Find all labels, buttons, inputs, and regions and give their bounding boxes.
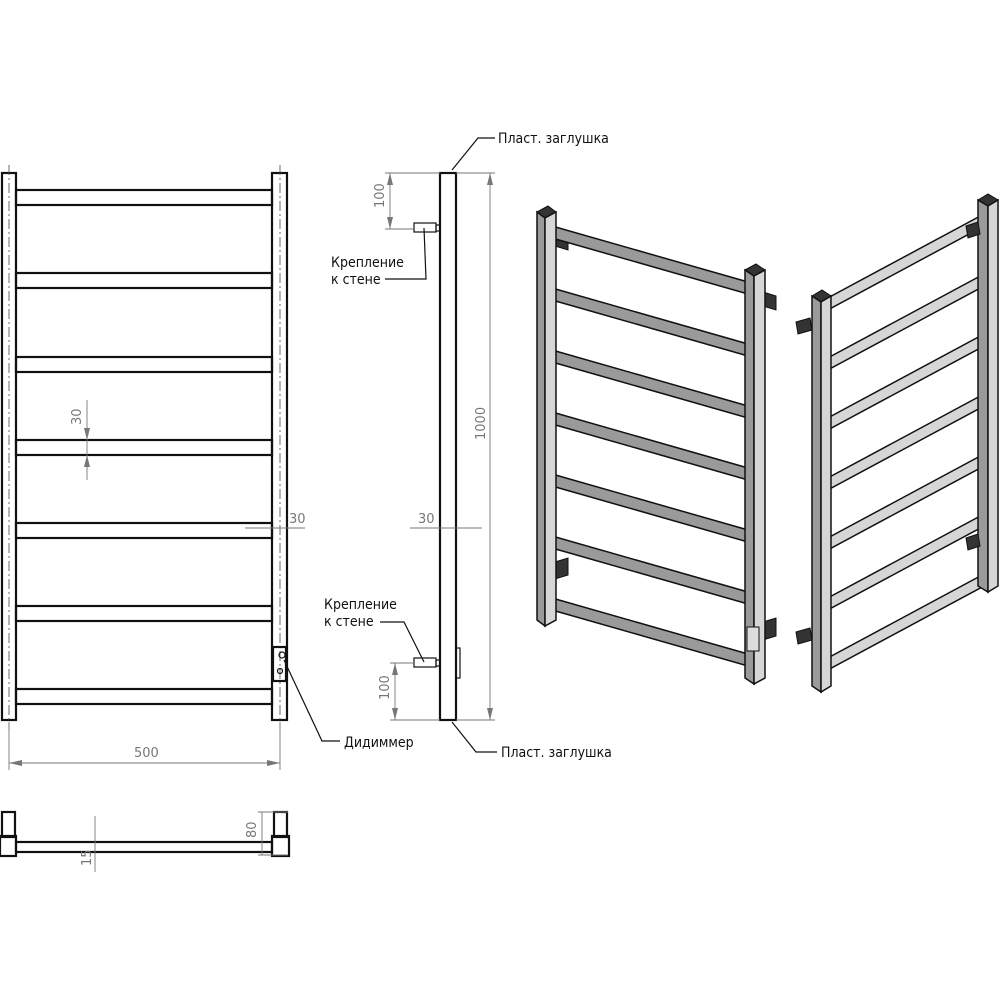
dim-height: 1000: [474, 407, 489, 440]
label-mount-bottom-1: Крепление: [324, 597, 397, 613]
dim-rail-offset-front: 30: [289, 512, 306, 527]
dim-bar-thickness: 15: [80, 849, 95, 866]
dim-width: 500: [134, 746, 159, 761]
label-dimmer: Дидиммер: [344, 735, 414, 751]
label-plug-bottom: Пласт. заглушка: [501, 745, 612, 761]
right-rail: [270, 171, 289, 722]
label-plug-top: Пласт. заглушка: [498, 131, 609, 147]
dimmer-knob: [278, 651, 286, 659]
dim-mount-top: 100: [373, 183, 388, 208]
label-mount-top-2: к стене: [331, 272, 381, 288]
front-view: 500 30 30 Дидиммер: [0, 165, 414, 770]
dim-mount-bottom: 100: [378, 675, 393, 700]
side-view: Пласт. заглушка Пласт. заглушка Креплени…: [324, 131, 612, 761]
dim-depth: 80: [245, 821, 260, 838]
label-mount-bottom-2: к стене: [324, 614, 374, 630]
side-rail: [438, 171, 458, 722]
isometric-view-front: [536, 205, 777, 686]
crossbars: [14, 188, 274, 706]
dim-bar-gap: 30: [70, 408, 85, 425]
label-mount-top-1: Крепление: [331, 255, 404, 271]
isometric-view-back: [795, 193, 999, 694]
dim-rail-offset-side: 30: [418, 512, 435, 527]
wall-mount-bottom: [413, 657, 437, 668]
dimmer-iso: [746, 626, 760, 652]
wall-mount-top: [413, 222, 437, 233]
top-view: 15 80: [0, 810, 291, 872]
